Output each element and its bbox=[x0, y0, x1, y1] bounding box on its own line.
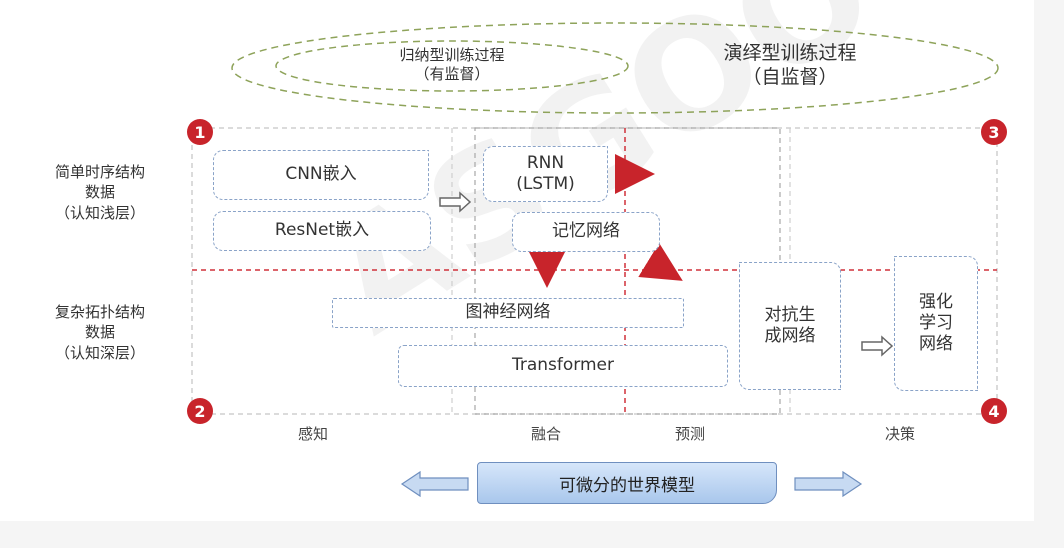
memory-network-box: 记忆网络 bbox=[512, 212, 660, 252]
world-model-label: 可微分的世界模型 bbox=[559, 475, 695, 496]
gan-box: 对抗生 成网络 bbox=[739, 262, 841, 390]
stage-decision: 决策 bbox=[885, 425, 916, 443]
transformer-label: Transformer bbox=[511, 355, 614, 376]
resnet-embedding-box: ResNet嵌入 bbox=[213, 211, 431, 251]
transformer-box: Transformer bbox=[398, 345, 728, 387]
badge-1: 1 bbox=[187, 119, 213, 145]
stage-perception: 感知 bbox=[298, 425, 329, 443]
slide-background bbox=[0, 0, 1034, 521]
stage-prediction: 预测 bbox=[675, 425, 706, 443]
reinforcement-learning-box: 强化 学习 网络 bbox=[894, 256, 978, 391]
gan-label-line1: 对抗生 bbox=[764, 304, 816, 325]
gan-label-line2: 成网络 bbox=[764, 326, 816, 346]
lstm-label: (LSTM) bbox=[516, 174, 575, 194]
inductive-title: 归纳型训练过程 bbox=[399, 46, 505, 64]
rnn-label: RNN bbox=[526, 152, 565, 173]
deductive-subtitle: （自监督） bbox=[742, 65, 838, 88]
row-label-simple: 简单时序结构 数据 （认知浅层） bbox=[40, 162, 160, 223]
inductive-label: 归纳型训练过程 （有监督） bbox=[372, 46, 532, 84]
world-arrow-left bbox=[400, 470, 469, 498]
world-model-box: 可微分的世界模型 bbox=[477, 462, 777, 504]
deductive-label: 演绎型训练过程 （自监督） bbox=[690, 42, 890, 90]
world-arrow-right bbox=[794, 470, 863, 498]
rl-label-line3: 网络 bbox=[919, 334, 953, 355]
row-label-complex: 复杂拓扑结构 数据 （认知深层） bbox=[40, 302, 160, 363]
badge-4: 4 bbox=[981, 398, 1007, 424]
outer-frame bbox=[191, 127, 998, 415]
row-simple-line1: 简单时序结构 bbox=[54, 163, 145, 181]
deductive-title: 演绎型训练过程 bbox=[723, 42, 857, 64]
red-arrow-memory-diagonal bbox=[638, 242, 683, 281]
cnn-embedding-label: CNN嵌入 bbox=[285, 164, 357, 185]
arrow-gan-to-rl bbox=[861, 335, 894, 357]
graph-neural-network-label: 图神经网络 bbox=[465, 302, 551, 323]
badge-3: 3 bbox=[981, 119, 1007, 145]
inductive-subtitle: （有监督） bbox=[414, 64, 490, 83]
fusion-frame bbox=[474, 127, 781, 415]
cnn-embedding-box: CNN嵌入 bbox=[213, 150, 429, 200]
badge-2: 2 bbox=[187, 398, 213, 424]
stage-fusion: 融合 bbox=[531, 425, 562, 443]
resnet-embedding-label: ResNet嵌入 bbox=[274, 220, 370, 241]
row-complex-line1: 复杂拓扑结构 bbox=[54, 303, 145, 321]
inner-ellipse bbox=[275, 40, 629, 92]
row-simple-line2: 数据 bbox=[84, 183, 115, 202]
row-complex-line3: （认知深层） bbox=[54, 343, 145, 362]
rnn-lstm-box: RNN (LSTM) bbox=[483, 146, 608, 202]
graph-neural-network-box: 图神经网络 bbox=[332, 298, 684, 328]
row-complex-line2: 数据 bbox=[84, 323, 115, 342]
row-simple-line3: （认知浅层） bbox=[54, 203, 145, 222]
memory-network-label: 记忆网络 bbox=[552, 221, 620, 242]
arrow-perception-to-fusion bbox=[439, 191, 472, 213]
outer-ellipse bbox=[231, 22, 999, 114]
rl-label-line2: 学习 bbox=[919, 312, 953, 333]
rl-label-line1: 强化 bbox=[919, 291, 953, 312]
